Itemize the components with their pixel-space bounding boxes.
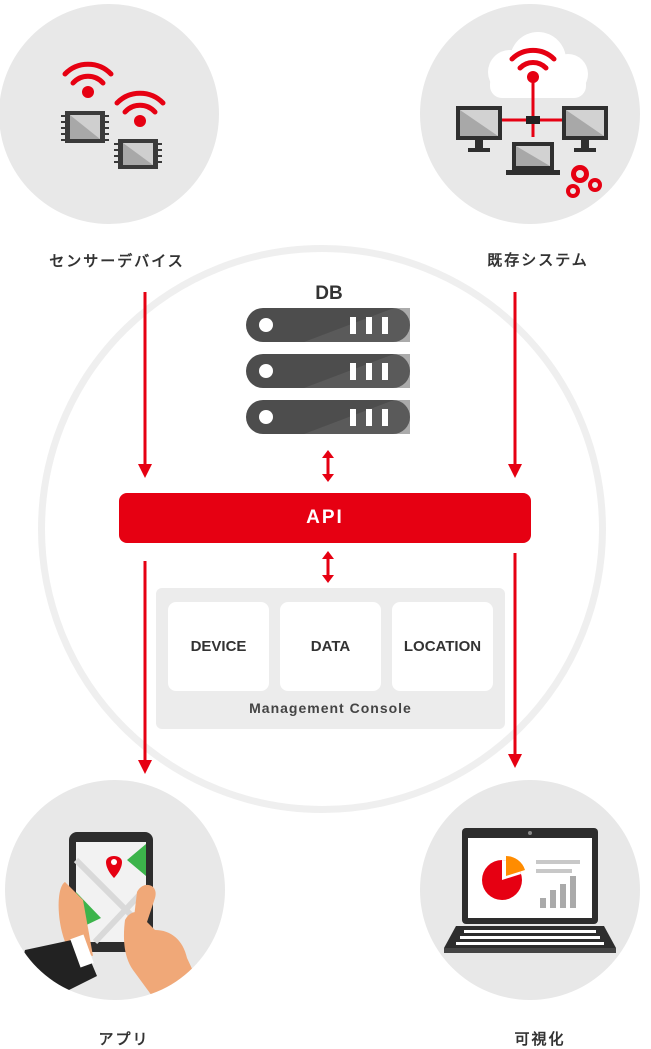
smartphone-map-icon: [13, 832, 201, 1000]
console-tile-data: DATA: [280, 602, 381, 691]
console-tile-location: LOCATION: [392, 602, 493, 691]
api-bar: API: [119, 493, 531, 543]
db-label: DB: [315, 283, 343, 304]
sensor-devices-circle: [0, 4, 219, 224]
console-title: Management Console: [249, 700, 412, 716]
visualization-label: 可視化: [514, 1030, 566, 1048]
management-console: DEVICE DATA LOCATION Management Console: [156, 588, 505, 729]
wifi-chip-icon: [61, 61, 166, 169]
existing-systems-circle: [420, 4, 640, 224]
server-stack-icon: [246, 308, 410, 434]
api-console-arrow: [322, 551, 334, 583]
app-label: アプリ: [98, 1030, 150, 1048]
sensor-devices-label: センサーデバイス: [49, 252, 185, 270]
background-ring: [38, 245, 606, 813]
app-circle: [5, 780, 225, 1000]
db-api-arrow: [322, 450, 334, 482]
existing-systems-label: 既存システム: [487, 251, 589, 269]
cloud-network-icon: [456, 32, 608, 198]
laptop-chart-icon: [444, 828, 616, 953]
visualization-circle: [420, 780, 640, 1000]
console-tile-device: DEVICE: [168, 602, 269, 691]
